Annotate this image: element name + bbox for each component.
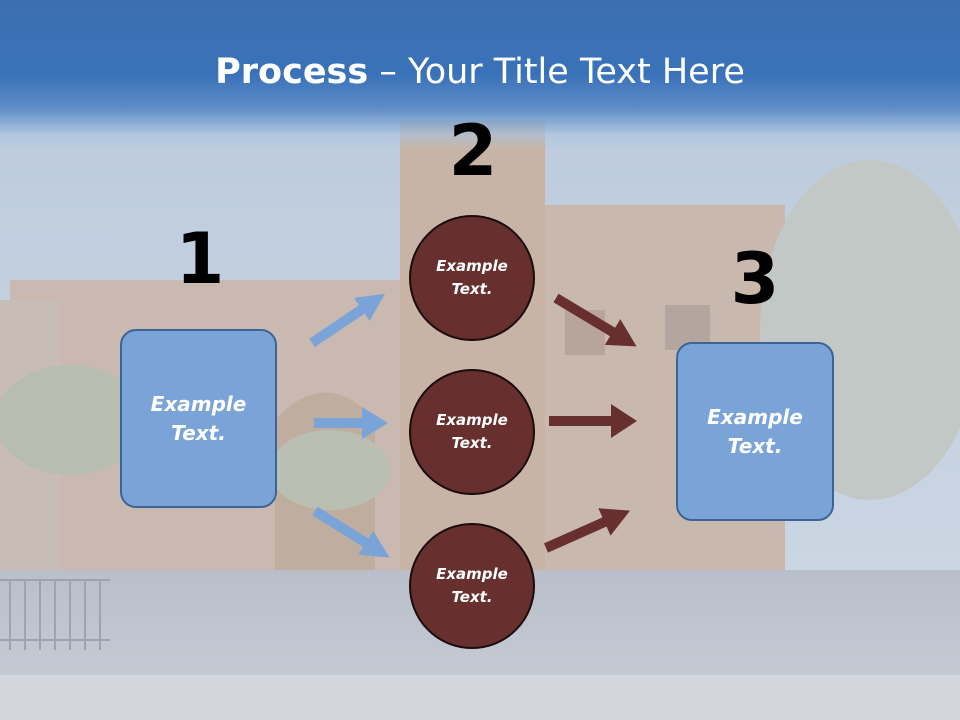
step2-circle-1-text: Example Text. [436, 257, 508, 298]
step2-circle-2: Example Text. [409, 369, 535, 495]
step2-circle-2-text: Example Text. [436, 411, 508, 452]
step-number-1: 1 [175, 218, 225, 300]
title-bold: Process [215, 52, 369, 92]
title-rest: – Your Title Text Here [368, 52, 745, 92]
step3-text: Example Text. [707, 404, 803, 458]
title-band [0, 0, 960, 150]
step2-circle-3-text: Example Text. [436, 565, 508, 606]
step1-text: Example Text. [150, 391, 247, 445]
step-number-2: 2 [448, 110, 498, 192]
slide-title: Process – Your Title Text Here [0, 52, 960, 92]
step2-circle-1: Example Text. [409, 215, 535, 341]
step-number-3: 3 [730, 238, 780, 320]
step3-box: Example Text. [676, 342, 834, 521]
step1-box: Example Text. [120, 329, 277, 508]
step2-circle-3: Example Text. [409, 523, 535, 649]
